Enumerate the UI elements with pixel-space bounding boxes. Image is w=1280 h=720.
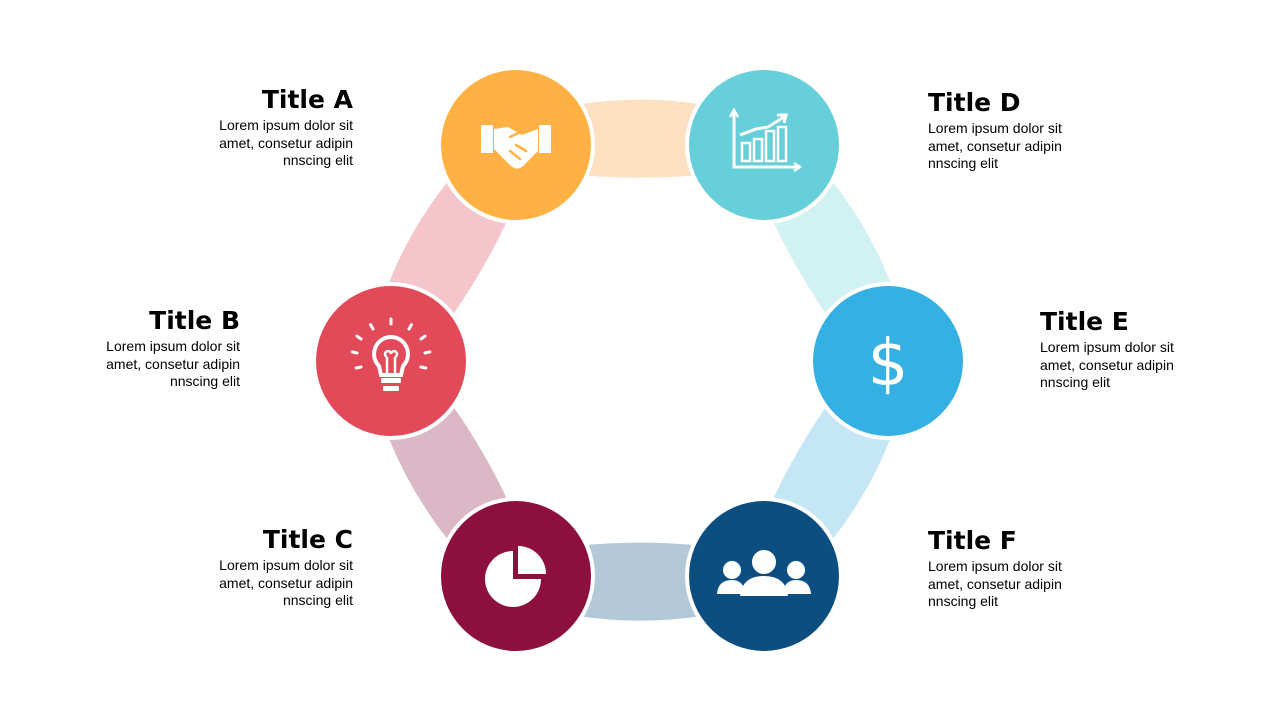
label-title-c: Title C Lorem ipsum dolor sit amet, cons…: [93, 525, 353, 610]
title-a-heading: Title A: [261, 85, 353, 114]
dollar-icon: $: [868, 327, 909, 401]
label-title-d: Title D Lorem ipsum dolor sit amet, cons…: [928, 88, 1188, 173]
title-c-description: Lorem ipsum dolor sit amet, consetur adi…: [219, 557, 353, 608]
node-a: [437, 66, 595, 224]
title-f-description: Lorem ipsum dolor sit amet, consetur adi…: [928, 558, 1062, 609]
title-d-description: Lorem ipsum dolor sit amet, consetur adi…: [928, 120, 1062, 171]
title-e-heading: Title E: [1040, 307, 1129, 336]
title-b-description: Lorem ipsum dolor sit amet, consetur adi…: [106, 338, 240, 389]
svg-text:$: $: [868, 327, 909, 401]
title-c-heading: Title C: [262, 525, 353, 554]
title-f-heading: Title F: [928, 526, 1017, 555]
handshake-icon: [481, 125, 551, 169]
title-b-heading: Title B: [149, 306, 240, 335]
title-d-heading: Title D: [928, 88, 1021, 117]
label-title-a: Title A Lorem ipsum dolor sit amet, cons…: [93, 85, 353, 170]
connector-a-d: [579, 99, 701, 178]
label-title-e: Title E Lorem ipsum dolor sit amet, cons…: [1040, 307, 1280, 392]
circle-b: [316, 286, 466, 436]
node-d: [685, 66, 843, 224]
pie-chart-icon: [485, 546, 546, 607]
node-c: [437, 497, 595, 655]
bar-chart-icon: [728, 107, 803, 173]
circle-e: [813, 286, 963, 436]
team-icon: [717, 550, 811, 596]
connector-f-c: [579, 542, 701, 621]
label-title-f: Title F Lorem ipsum dolor sit amet, cons…: [928, 526, 1188, 611]
node-b: [312, 282, 470, 440]
node-e: $: [809, 282, 967, 440]
lightbulb-icon: [350, 317, 432, 391]
label-title-b: Title B Lorem ipsum dolor sit amet, cons…: [0, 306, 240, 391]
circle-c: [441, 501, 591, 651]
title-a-description: Lorem ipsum dolor sit amet, consetur adi…: [219, 117, 353, 168]
title-e-description: Lorem ipsum dolor sit amet, consetur adi…: [1040, 339, 1174, 390]
circle-d: [689, 70, 839, 220]
node-f: [685, 497, 843, 655]
